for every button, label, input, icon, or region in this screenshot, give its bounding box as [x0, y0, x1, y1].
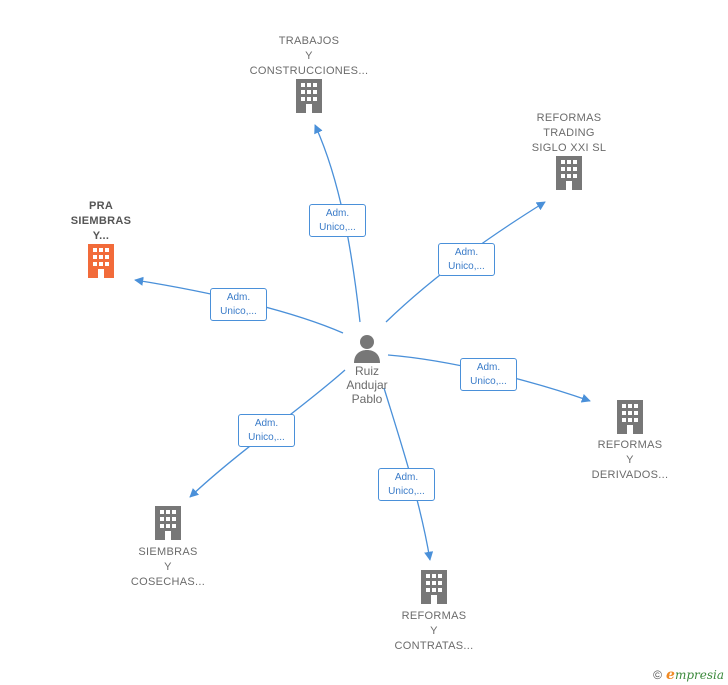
building-icon: [296, 79, 322, 113]
company-name: PRA SIEMBRAS Y...: [70, 200, 132, 242]
building-icon: [556, 156, 582, 190]
building-icon: [617, 400, 643, 434]
company-node-pra-siembras[interactable]: PRA SIEMBRAS Y...: [21, 199, 181, 278]
footer-brand: © empresia: [653, 667, 724, 683]
role-badge[interactable]: Adm. Unico,...: [378, 468, 435, 501]
company-name: TRABAJOS Y CONSTRUCCIONES...: [249, 35, 369, 77]
person-icon: [354, 335, 380, 363]
person-node[interactable]: Ruiz Andujar Pablo: [317, 333, 417, 406]
copyright-icon: ©: [653, 668, 663, 682]
role-badge[interactable]: Adm. Unico,...: [438, 243, 495, 276]
company-node-siembras-cosechas[interactable]: SIEMBRAS Y COSECHAS...: [88, 506, 248, 590]
company-node-reformas-derivados[interactable]: REFORMAS Y DERIVADOS...: [550, 400, 710, 483]
company-name: REFORMAS TRADING SIGLO XXI SL: [531, 112, 607, 154]
company-node-trabajos[interactable]: TRABAJOS Y CONSTRUCCIONES...: [229, 34, 389, 113]
company-name: SIEMBRAS Y COSECHAS...: [130, 546, 206, 588]
role-badge[interactable]: Adm. Unico,...: [238, 414, 295, 447]
person-name: Ruiz Andujar Pablo: [346, 364, 388, 406]
building-icon: [421, 570, 447, 604]
empresia-logo: empresia: [666, 667, 724, 683]
building-icon: [88, 244, 114, 278]
company-name: REFORMAS Y CONTRATAS...: [394, 610, 474, 652]
role-badge[interactable]: Adm. Unico,...: [309, 204, 366, 237]
company-node-reformas-trading[interactable]: REFORMAS TRADING SIGLO XXI SL: [489, 111, 649, 190]
company-node-reformas-contratas[interactable]: REFORMAS Y CONTRATAS...: [354, 570, 514, 654]
company-name: REFORMAS Y DERIVADOS...: [591, 439, 669, 481]
building-icon: [155, 506, 181, 540]
role-badge[interactable]: Adm. Unico,...: [460, 358, 517, 391]
role-badge[interactable]: Adm. Unico,...: [210, 288, 267, 321]
